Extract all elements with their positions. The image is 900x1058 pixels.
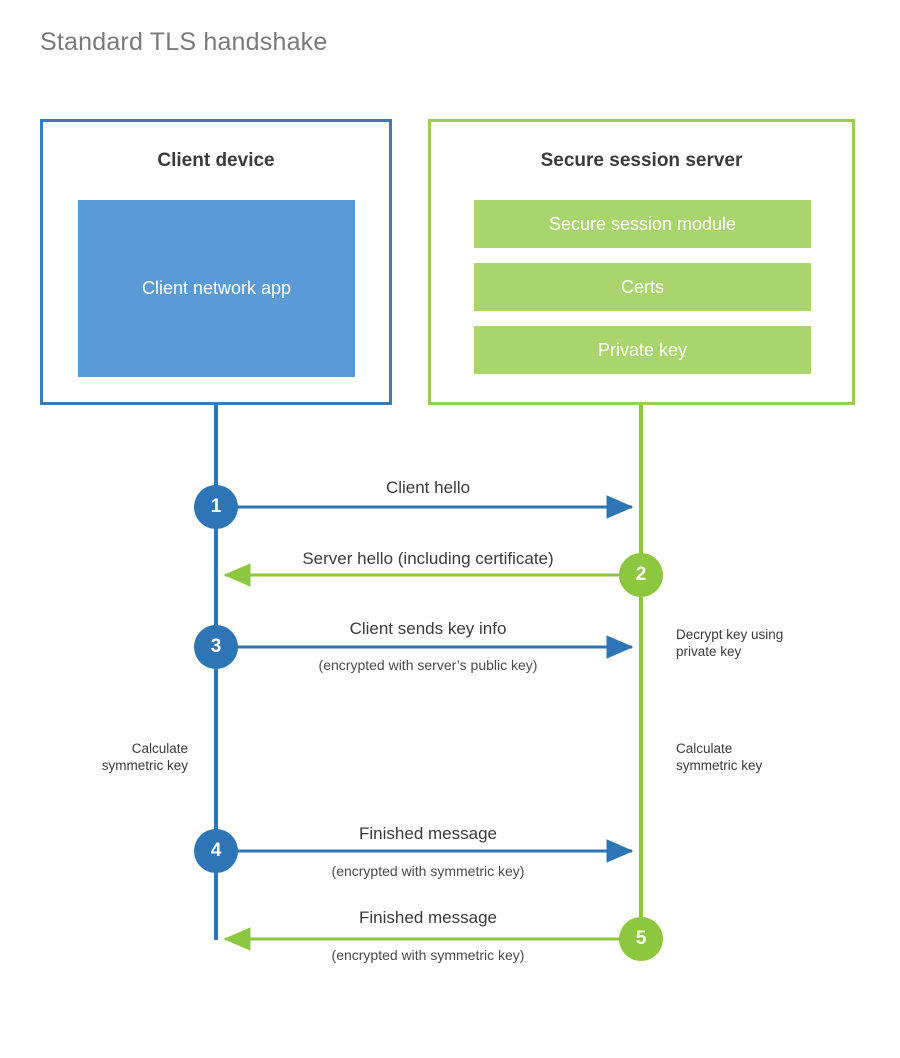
arrow-label-step-5: Finished message xyxy=(359,908,497,927)
step-circle-2[interactable]: 2 xyxy=(619,553,663,597)
server-block-private-key: Private key xyxy=(474,326,811,374)
note-server-decrypt-key-line2: private key xyxy=(676,644,742,660)
server-block-certs: Certs xyxy=(474,263,811,311)
arrow-label-step-2: Server hello (including certificate) xyxy=(302,549,554,568)
page-title: Standard TLS handshake xyxy=(40,28,328,56)
arrow-label-step-3: Client sends key info xyxy=(349,619,507,638)
note-client-calculate-symmetric-key: Calculate symmetric key xyxy=(28,740,188,775)
note-server-calculate-symmetric-key: Calculate symmetric key xyxy=(676,740,856,775)
note-client-calculate-symmetric-key-line1: Calculate xyxy=(131,741,188,756)
step-circle-3[interactable]: 3 xyxy=(194,625,238,669)
note-client-calculate-symmetric-key-line2: symmetric key xyxy=(101,758,188,774)
step-circle-4[interactable]: 4 xyxy=(194,829,238,873)
arrow-label-step-1: Client hello xyxy=(385,478,471,497)
secure-session-server-title: Secure session server xyxy=(540,150,743,171)
step-circle-5[interactable]: 5 xyxy=(619,917,663,961)
step-circle-1[interactable]: 1 xyxy=(194,485,238,529)
server-block-secure-session-module: Secure session module xyxy=(474,200,811,248)
arrow-sublabel-step-3: (encrypted with server’s public key) xyxy=(318,657,538,673)
client-network-app-block: Client network app xyxy=(78,200,355,377)
arrow-sublabel-step-4: (encrypted with symmetric key) xyxy=(331,863,525,879)
client-device-title: Client device xyxy=(157,150,275,171)
arrow-label-step-4: Finished message xyxy=(359,824,497,843)
secure-session-server-box: Secure session server Secure session mod… xyxy=(428,119,855,405)
note-server-calculate-symmetric-key-line1: Calculate xyxy=(676,741,733,756)
note-server-calculate-symmetric-key-line2: symmetric key xyxy=(676,758,763,774)
note-server-decrypt-key: Decrypt key using private key xyxy=(676,626,856,661)
client-device-box: Client device Client network app xyxy=(40,119,392,405)
note-server-decrypt-key-line1: Decrypt key using xyxy=(676,627,784,642)
arrow-sublabel-step-5: (encrypted with symmetric key) xyxy=(331,947,525,963)
